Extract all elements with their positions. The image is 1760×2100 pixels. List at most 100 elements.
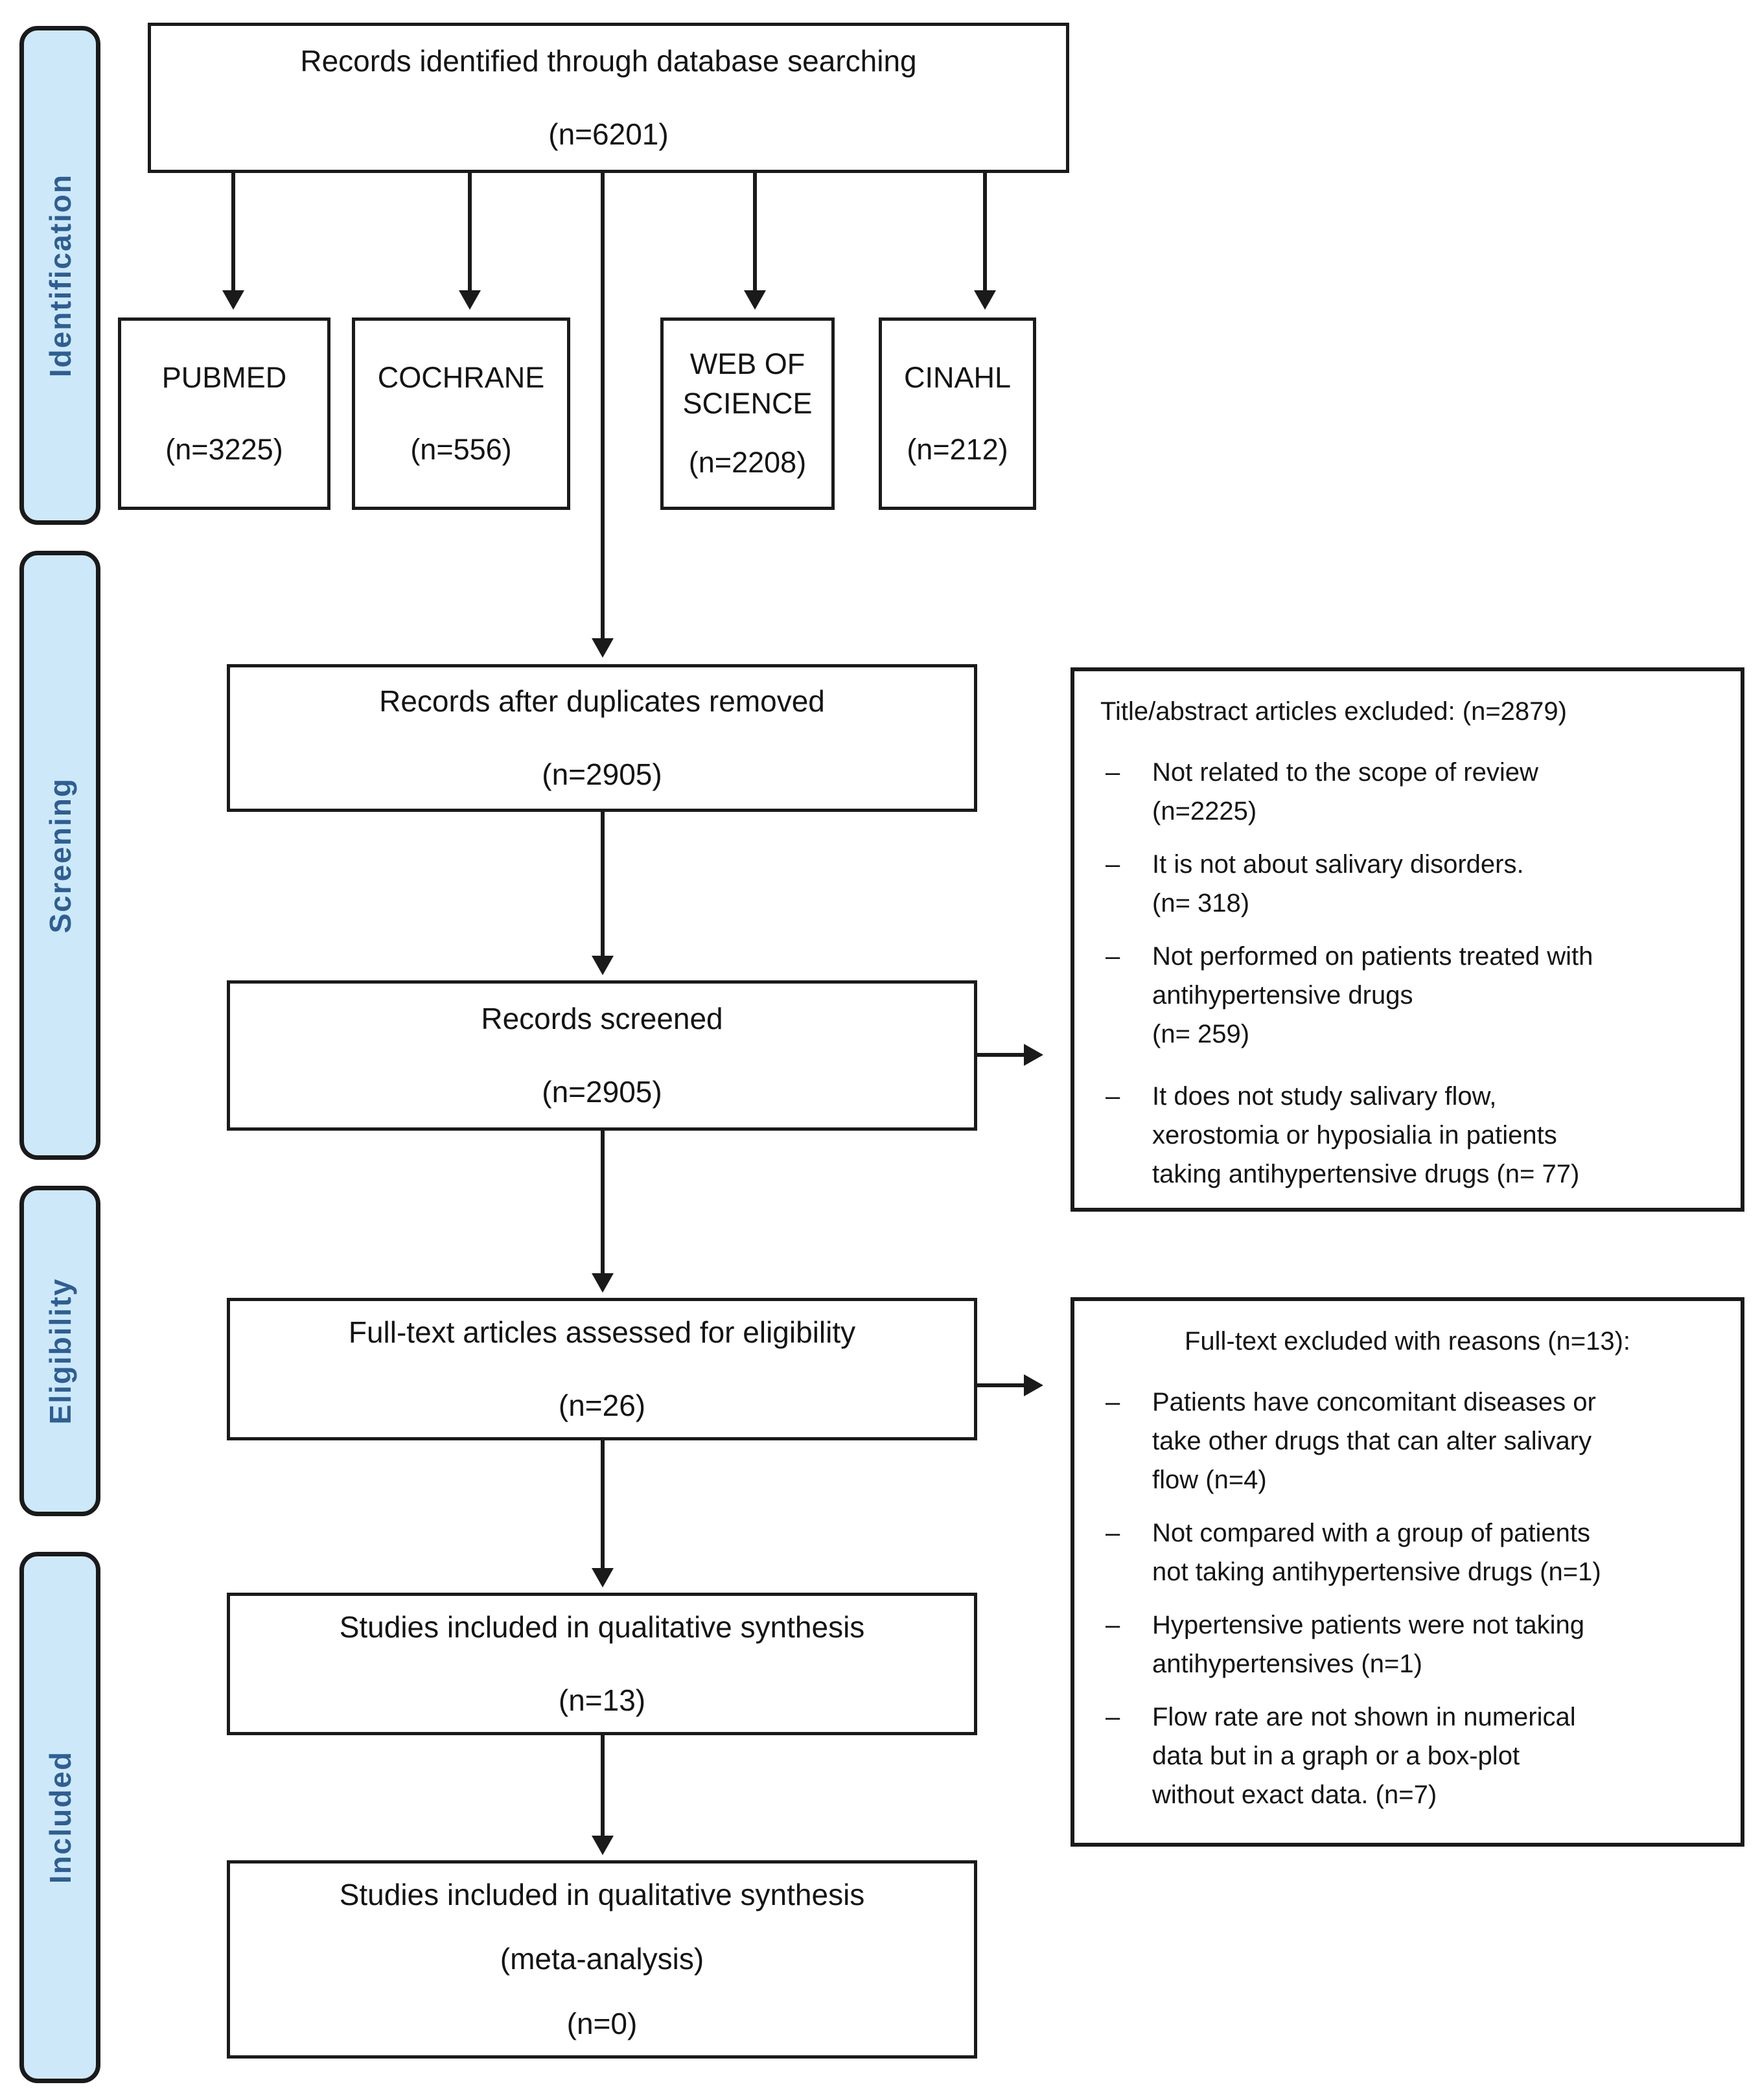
arrow-identified-to-pubmed: [222, 173, 244, 310]
box-cochrane-name: COCHRANE: [377, 360, 545, 394]
box-fulltext-assessed: Full-text articles assessed for eligibil…: [227, 1298, 977, 1440]
dash-icon: –: [1106, 942, 1120, 971]
arrow-duplicates-to-screened: [592, 812, 614, 975]
arrow-identified-to-duplicates: [592, 173, 614, 658]
box-records-identified-count: (n=6201): [548, 117, 669, 151]
fulltext-excluded-title: Full-text excluded with reasons (n=13):: [1184, 1327, 1631, 1356]
exclusion-item-text: Not related to the scope of review (n=22…: [1152, 758, 1538, 825]
arrow-identified-to-web-of-science: [744, 173, 766, 310]
box-meta-analysis-count: (n=0): [566, 2006, 638, 2040]
box-fulltext-assessed-count: (n=26): [558, 1388, 646, 1422]
arrow-identified-to-cochrane: [459, 173, 481, 310]
box-duplicates-removed: Records after duplicates removed (n=2905…: [227, 664, 977, 812]
arrow-qualitative-to-meta: [592, 1735, 614, 1855]
arrow-shaft: [753, 173, 757, 293]
arrow-shaft: [601, 173, 605, 641]
stage-identification: Identification: [19, 26, 100, 525]
box-cochrane: COCHRANE (n=556): [352, 317, 570, 510]
stage-included: Included: [19, 1552, 100, 2083]
exclusion-item: – It is not about salivary disorders. (n…: [1100, 845, 1715, 923]
arrow-head-icon: [744, 290, 766, 310]
box-fulltext-assessed-line1: Full-text articles assessed for eligibil…: [348, 1315, 856, 1349]
box-records-screened: Records screened (n=2905): [227, 980, 977, 1131]
exclusion-item: – Hypertensive patients were not taking …: [1100, 1606, 1715, 1683]
exclusion-item: – It does not study salivary flow, xeros…: [1100, 1077, 1715, 1194]
box-pubmed-count: (n=3225): [165, 432, 283, 466]
dash-icon: –: [1106, 850, 1120, 879]
box-qualitative-synthesis: Studies included in qualitative synthesi…: [227, 1593, 977, 1735]
arrow-shaft: [983, 173, 987, 293]
box-pubmed-name: PUBMED: [161, 360, 287, 394]
arrow-shaft: [977, 1383, 1026, 1387]
dash-icon: –: [1106, 758, 1120, 787]
box-records-screened-count: (n=2905): [542, 1074, 662, 1109]
box-title-abstract-excluded: Title/abstract articles excluded: (n=287…: [1071, 667, 1744, 1212]
exclusion-item-text: Not compared with a group of patients no…: [1152, 1519, 1601, 1586]
stage-screening-label: Screening: [43, 777, 77, 934]
exclusion-item: – Not performed on patients treated with…: [1100, 937, 1715, 1054]
arrow-head-icon: [592, 1568, 614, 1587]
exclusion-item-text: Not performed on patients treated with a…: [1152, 942, 1593, 1048]
arrow-shaft: [601, 1440, 605, 1571]
dash-icon: –: [1106, 1388, 1120, 1416]
box-records-screened-line1: Records screened: [481, 1002, 723, 1035]
box-duplicates-removed-count: (n=2905): [542, 757, 662, 791]
arrow-head-icon: [592, 1836, 614, 1855]
box-cochrane-count: (n=556): [410, 432, 512, 466]
stage-included-label: Included: [43, 1751, 77, 1884]
box-web-of-science: WEB OF SCIENCE (n=2208): [660, 317, 835, 510]
box-cinahl-count: (n=212): [907, 432, 1008, 466]
box-records-identified: Records identified through database sear…: [148, 23, 1069, 173]
arrow-screened-to-excluded: [977, 1044, 1043, 1066]
box-cinahl: CINAHL (n=212): [879, 317, 1036, 510]
box-records-identified-line1: Records identified through database sear…: [300, 44, 917, 78]
arrow-shaft: [601, 1735, 605, 1838]
exclusion-item-text: Flow rate are not shown in numerical dat…: [1152, 1703, 1576, 1809]
arrow-screened-to-fulltext: [592, 1131, 614, 1293]
box-fulltext-excluded: Full-text excluded with reasons (n=13): …: [1071, 1297, 1744, 1847]
box-qualitative-synthesis-line1: Studies included in qualitative synthesi…: [339, 1610, 865, 1644]
box-meta-analysis-line1: Studies included in qualitative synthesi…: [339, 1877, 865, 1911]
arrow-fulltext-to-excluded: [977, 1374, 1043, 1396]
exclusion-item-text: It does not study salivary flow, xerosto…: [1152, 1082, 1580, 1188]
dash-icon: –: [1106, 1703, 1120, 1731]
arrow-shaft: [977, 1053, 1026, 1057]
box-web-of-science-name: WEB OF SCIENCE: [682, 347, 813, 421]
box-cinahl-name: CINAHL: [903, 360, 1012, 394]
dash-icon: –: [1106, 1082, 1120, 1111]
stage-eligibility: Eligibility: [19, 1186, 100, 1516]
arrow-head-icon: [592, 638, 614, 658]
exclusion-item: – Patients have concomitant diseases or …: [1100, 1383, 1715, 1499]
exclusion-item: – Not related to the scope of review (n=…: [1100, 753, 1715, 831]
arrow-shaft: [468, 173, 472, 293]
stage-eligibility-label: Eligibility: [43, 1277, 77, 1425]
arrow-shaft: [601, 812, 605, 958]
stage-screening: Screening: [19, 551, 100, 1160]
title-abstract-excluded-title: Title/abstract articles excluded: (n=287…: [1100, 697, 1567, 726]
box-pubmed: PUBMED (n=3225): [118, 317, 330, 510]
exclusion-item: – Not compared with a group of patients …: [1100, 1514, 1715, 1591]
arrow-shaft: [231, 173, 235, 293]
arrow-head-icon: [459, 290, 481, 310]
arrow-head-icon: [1024, 1044, 1043, 1066]
arrow-identified-to-cinahl: [974, 173, 996, 310]
exclusion-item-text: Hypertensive patients were not taking an…: [1152, 1611, 1585, 1678]
exclusion-item-text: Patients have concomitant diseases or ta…: [1152, 1388, 1596, 1494]
arrow-head-icon: [592, 956, 614, 975]
box-web-of-science-count: (n=2208): [688, 445, 807, 479]
dash-icon: –: [1106, 1519, 1120, 1547]
box-meta-analysis-line2: (meta-analysis): [500, 1942, 704, 1976]
stage-identification-label: Identification: [43, 173, 77, 378]
arrow-fulltext-to-qualitative: [592, 1440, 614, 1587]
box-meta-analysis: Studies included in qualitative synthesi…: [227, 1860, 977, 2059]
exclusion-item-text: It is not about salivary disorders. (n= …: [1152, 850, 1524, 917]
dash-icon: –: [1106, 1611, 1120, 1639]
arrow-shaft: [601, 1131, 605, 1276]
arrow-head-icon: [1024, 1374, 1043, 1396]
box-qualitative-synthesis-count: (n=13): [558, 1683, 646, 1717]
arrow-head-icon: [592, 1273, 614, 1293]
arrow-head-icon: [222, 290, 244, 310]
exclusion-item: – Flow rate are not shown in numerical d…: [1100, 1698, 1715, 1814]
box-duplicates-removed-line1: Records after duplicates removed: [379, 684, 825, 718]
